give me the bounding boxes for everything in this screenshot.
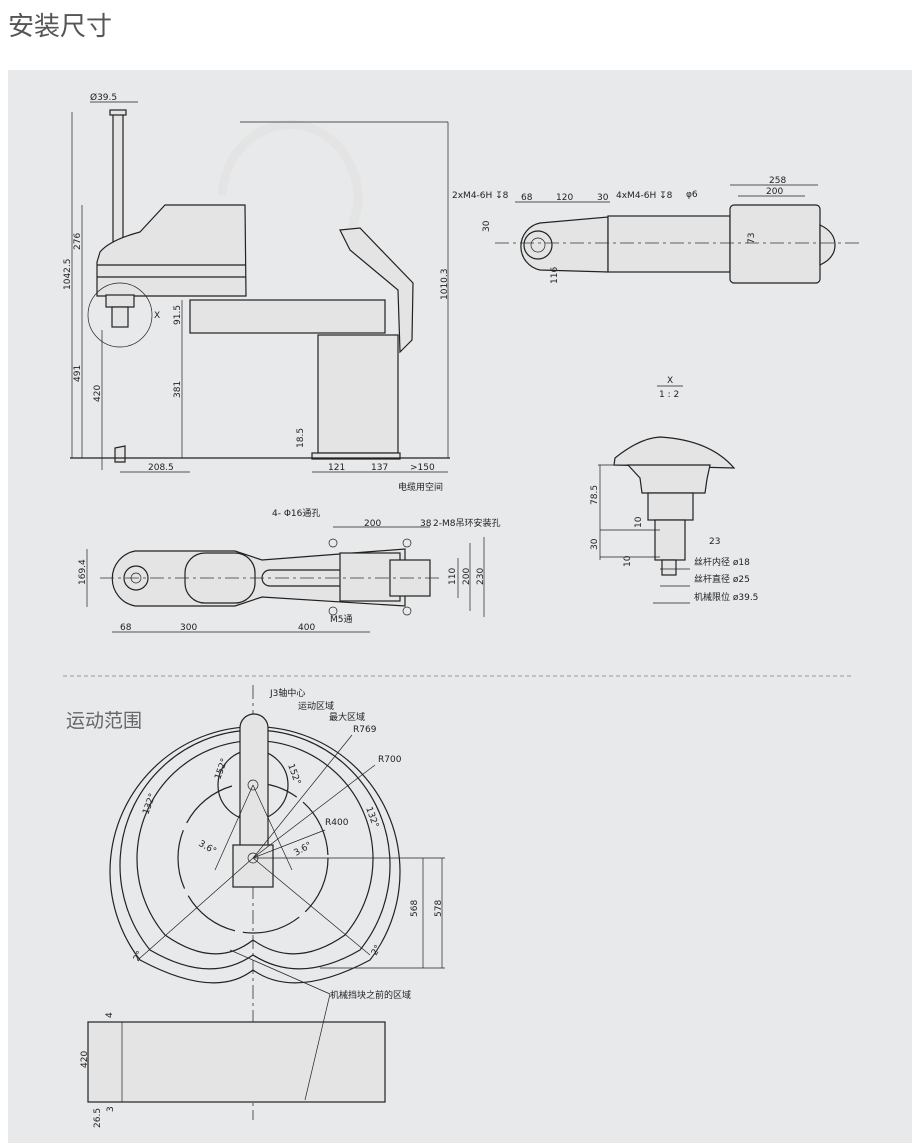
angle-label: 2°: [132, 950, 146, 964]
dim-label: 1042.5: [63, 259, 73, 291]
shaft-cap: [109, 109, 127, 116]
dim-label: 4- Φ16通孔: [272, 508, 320, 519]
label-r400: R400: [325, 818, 349, 828]
angle-label: 132°: [141, 792, 158, 816]
dim-label: 68: [521, 193, 533, 203]
dim-label: 1010.3: [440, 269, 450, 301]
base-column: [317, 334, 399, 454]
detail-scale-ratio: 1 : 2: [659, 390, 679, 400]
dim-label: 258: [769, 176, 786, 186]
dim-label: 18.5: [296, 428, 306, 448]
dim-label: 30: [482, 220, 492, 232]
arm2-body: [96, 204, 247, 297]
label-motion-area: 运动区域: [298, 700, 334, 712]
dim-label: 381: [173, 381, 183, 398]
dim-label: 4: [105, 1012, 115, 1018]
cable-space-label: 电缆用空间: [398, 481, 443, 493]
dim-label: 400: [298, 623, 315, 633]
motion-title: 运动范围: [66, 710, 142, 732]
dim-label: 10: [634, 516, 644, 528]
top-view: 2xM4-6H ↧8 68 120 30 4xM4-6H ↧8 φ6 258 2…: [452, 176, 860, 284]
dim-label: 300: [180, 623, 197, 633]
dim-label: 200: [364, 519, 381, 529]
dim-label: 200: [462, 568, 472, 585]
label-before-stop: 机械挡块之前的区域: [330, 989, 411, 1001]
dim-label: 121: [328, 463, 345, 473]
angle-label: 2°: [370, 944, 384, 958]
dim-label: 4xM4-6H ↧8: [616, 191, 673, 201]
angle-label: 3.6°: [293, 841, 314, 859]
dim-label: 169.4: [78, 559, 88, 585]
arm1: [189, 299, 386, 334]
dim-label: 200: [766, 187, 783, 197]
base-plate: [311, 452, 401, 460]
dim-label: 23: [709, 537, 720, 547]
dim-label: 491: [73, 365, 83, 382]
dim-label: 10: [623, 555, 633, 567]
note-screw-diameter: 丝杆直径 ø25: [694, 573, 750, 585]
dim-label: 2-M8吊环安装孔: [433, 517, 500, 529]
dim-label: 120: [556, 193, 573, 203]
dim-label: φ6: [686, 190, 698, 200]
dim-label: 276: [73, 233, 83, 250]
detail-scale-label: X: [667, 376, 673, 386]
label-max-area: 最大区域: [329, 711, 365, 723]
label-j3-center: J3轴中心: [269, 687, 305, 699]
dim-label: 30: [590, 538, 600, 550]
dim-label: 110: [448, 568, 458, 585]
dim-label: 91.5: [173, 305, 183, 325]
label-r769: R769: [353, 725, 377, 735]
dim-label: 3: [106, 1106, 116, 1112]
page-title: 安装尺寸: [8, 12, 113, 42]
dim-label: 578: [434, 900, 444, 917]
dim-label: 208.5: [148, 463, 174, 473]
plan-view: 4- Φ16通孔 200 38 2-M8吊环安装孔 169.4 110 200 …: [78, 508, 500, 633]
dim-label: 30: [597, 193, 609, 203]
cable-duct: [339, 227, 414, 354]
dim-label: 68: [120, 623, 132, 633]
dim-label: 2xM4-6H ↧8: [452, 191, 509, 201]
note-screw-inner: 丝杆内径 ø18: [694, 556, 750, 568]
label-r700: R700: [378, 755, 402, 765]
detail-view: X 1 : 2 78.5 10 30 10 23 丝杆内径 ø18 丝杆直径 ø…: [590, 376, 758, 604]
dim-label: 38: [420, 519, 432, 529]
dim-label: M5通: [330, 614, 353, 625]
dim-label: 116: [550, 267, 560, 284]
z-stroke-rect: [87, 1021, 386, 1103]
motion-range: 运动范围 J3轴中心 运动区域 最大区域 R769 R700 R400 152°…: [66, 685, 445, 1128]
detail-marker: X: [154, 311, 160, 321]
dim-label: 73: [747, 233, 757, 244]
side-view: Ø39.5 1042.5 276 491 420 91.5 381 18.5 2…: [63, 92, 450, 493]
dim-label: Ø39.5: [90, 92, 117, 103]
dim-label: 78.5: [590, 485, 600, 505]
dim-label: 568: [410, 900, 420, 917]
dim-label: 26.5: [93, 1108, 103, 1128]
dim-label: 420: [80, 1051, 90, 1068]
dim-label: 137: [371, 463, 388, 473]
dim-label: 420: [93, 385, 103, 402]
note-mech-limit: 机械限位 ø39.5: [694, 591, 758, 603]
dim-label: >150: [410, 463, 435, 473]
angle-label: 3.6°: [197, 839, 218, 857]
dim-label: 230: [476, 568, 486, 585]
angle-label: 152°: [213, 757, 230, 781]
